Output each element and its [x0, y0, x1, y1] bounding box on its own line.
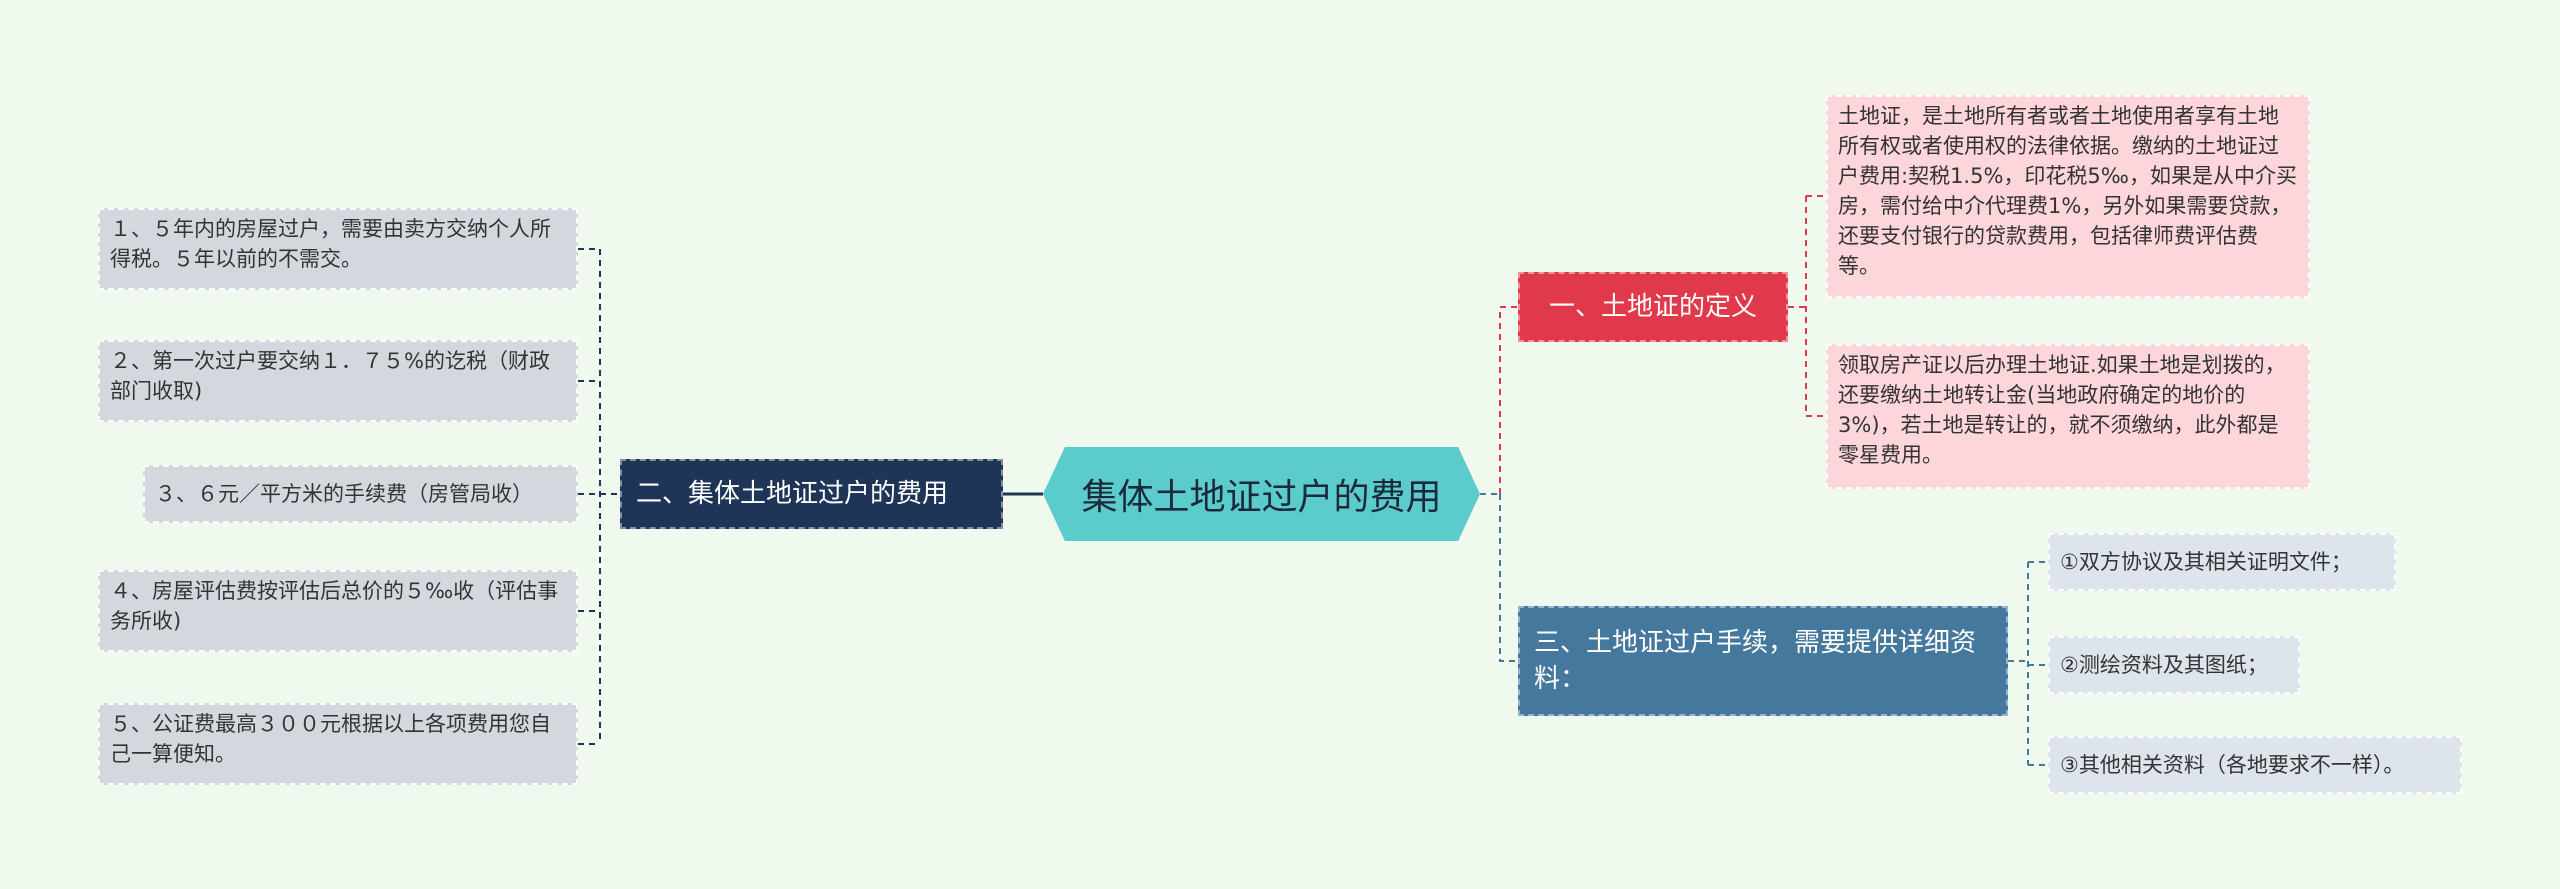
fee-item-1[interactable]: １、５年内的房屋过户，需要由卖方交纳个人所得税。５年以前的不需交。	[98, 208, 578, 290]
fee-item-3[interactable]: ３、６元／平方米的手续费（房管局收）	[143, 465, 578, 523]
root-topic[interactable]: 集体土地证过户的费用	[1043, 447, 1480, 541]
fee-item-5[interactable]: ５、公证费最高３００元根据以上各项费用您自己一算便知。	[98, 703, 578, 785]
fee-item-2[interactable]: ２、第一次过户要交纳１．７５%的讫税（财政部门收取)	[98, 340, 578, 422]
procedure-item-2[interactable]: ②测绘资料及其图纸；	[2048, 636, 2300, 694]
connector-left-leaves	[578, 248, 620, 745]
connector-definition-leaves	[1788, 195, 1826, 417]
definition-item-2[interactable]: 领取房产证以后办理土地证.如果土地是划拨的，还要缴纳土地转让金(当地政府确定的地…	[1826, 344, 2310, 489]
branch-fees[interactable]: 二、集体土地证过户的费用	[620, 459, 1003, 529]
connector-root-right	[1480, 306, 1518, 662]
fee-item-4[interactable]: ４、房屋评估费按评估后总价的５‰收（评估事务所收)	[98, 570, 578, 652]
procedure-item-3[interactable]: ③其他相关资料（各地要求不一样）。	[2048, 736, 2462, 794]
branch-procedure[interactable]: 三、土地证过户手续，需要提供详细资料：	[1518, 606, 2008, 716]
branch-definition[interactable]: 一、土地证的定义	[1518, 272, 1788, 342]
procedure-item-1[interactable]: ①双方协议及其相关证明文件；	[2048, 533, 2396, 591]
definition-item-1[interactable]: 土地证，是土地所有者或者土地使用者享有土地所有权或者使用权的法律依据。缴纳的土地…	[1826, 95, 2310, 298]
connector-procedure-leaves	[2008, 561, 2048, 766]
